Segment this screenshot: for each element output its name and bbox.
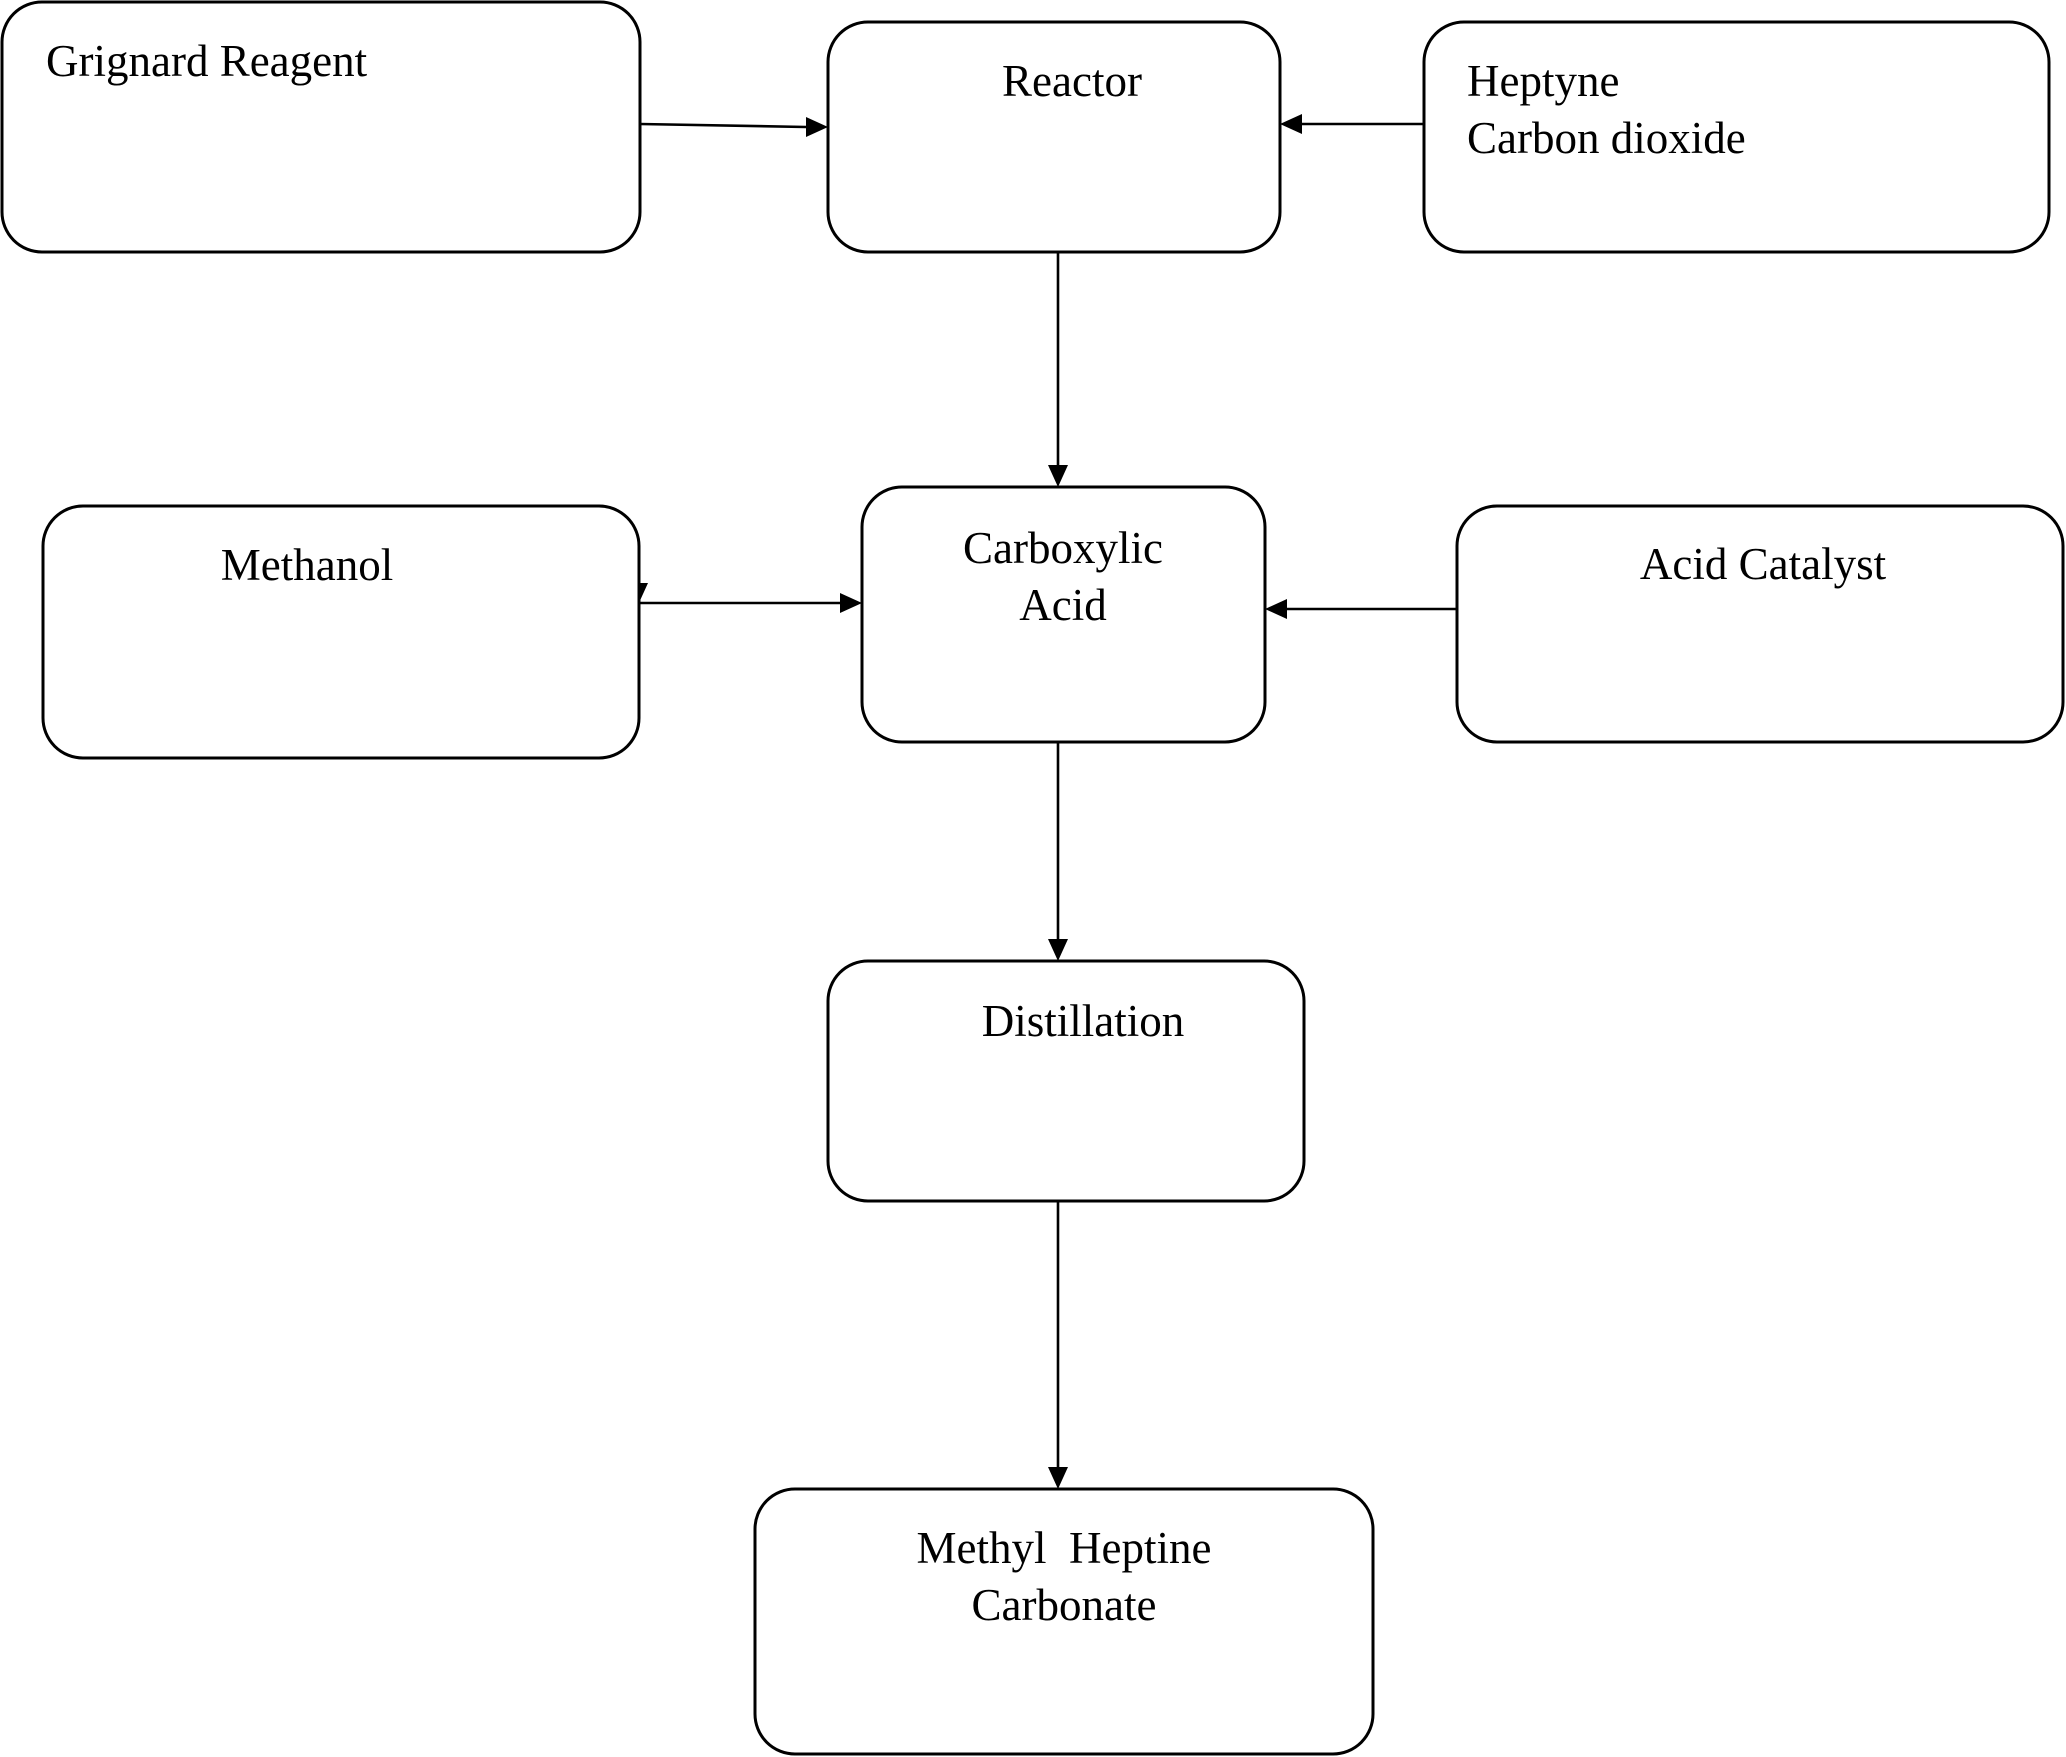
node-label-line-1: Carboxylic <box>963 523 1163 573</box>
node-label: Acid Catalyst <box>1640 539 1887 589</box>
edge-grignard-to-reactor <box>639 117 828 137</box>
edge-acid-catalyst-to-carboxylic-acid <box>1265 599 1457 619</box>
node-box <box>41 504 641 760</box>
node-methyl-heptine-carbonate: Methyl Heptine Carbonate <box>753 1487 1375 1756</box>
node-grignard-reagent: Grignard Reagent <box>0 0 642 254</box>
node-label-line-2: Acid <box>1019 580 1106 630</box>
node-heptyne-carbon-dioxide: Heptyne Carbon dioxide <box>1422 20 2051 254</box>
edges <box>628 114 1457 1489</box>
node-label-line-1: Methyl Heptine <box>917 1523 1212 1573</box>
edge-distillation-to-product <box>1048 1201 1068 1489</box>
node-label: Grignard Reagent <box>46 36 368 86</box>
node-label: Reactor <box>1002 56 1142 106</box>
node-label: Methanol <box>221 540 393 590</box>
node-label-line-2: Carbon dioxide <box>1467 113 1746 163</box>
node-reactor: Reactor <box>826 20 1282 254</box>
node-box <box>1422 20 2051 254</box>
node-methanol: Methanol <box>41 504 641 760</box>
node-box <box>826 959 1306 1203</box>
node-box <box>0 0 642 254</box>
edge-methanol-to-carboxylic-acid <box>628 543 862 613</box>
node-distillation: Distillation <box>826 959 1306 1203</box>
node-box <box>1455 504 2065 744</box>
node-box <box>753 1487 1375 1756</box>
node-label-line-1: Heptyne <box>1467 56 1619 106</box>
node-carboxylic-acid: Carboxylic Acid <box>860 485 1267 744</box>
edge-carboxylic-acid-to-distillation <box>1048 742 1068 961</box>
node-acid-catalyst: Acid Catalyst <box>1455 504 2065 744</box>
node-label-line-2: Carbonate <box>972 1580 1157 1630</box>
node-box <box>860 485 1267 744</box>
node-label: Distillation <box>982 996 1185 1046</box>
node-box <box>826 20 1282 254</box>
edge-reactor-to-carboxylic-acid <box>1048 252 1068 487</box>
edge-heptyne-to-reactor <box>1280 114 1424 134</box>
